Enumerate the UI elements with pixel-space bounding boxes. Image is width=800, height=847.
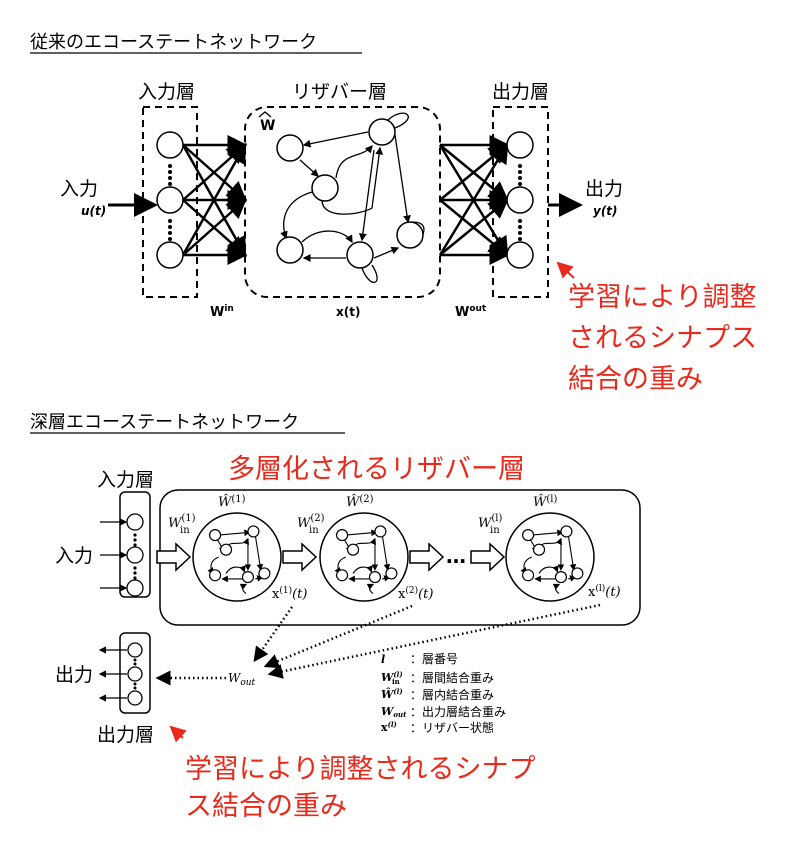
top-input-label: 入力 bbox=[60, 178, 98, 200]
block-arrows bbox=[156, 542, 506, 572]
output-layer-box bbox=[492, 106, 549, 298]
top-output-label: 出力 bbox=[585, 178, 623, 200]
bottom-output-arrows bbox=[98, 646, 127, 702]
layer-ellipsis: … bbox=[446, 544, 466, 568]
reservoir-layer-1 bbox=[192, 512, 282, 602]
bottom-input-label: 入力 bbox=[55, 545, 93, 567]
bottom-output-nodes bbox=[127, 642, 143, 706]
layer-labels: Ŵ(1) W(1)in x(1)(t) Ŵ(2) W(2)in x(2)(t) … bbox=[168, 494, 621, 602]
w-hat-l-label: Ŵ(l) bbox=[533, 494, 557, 510]
top-note-arrow bbox=[556, 261, 575, 279]
bottom-input-layer-box bbox=[119, 491, 151, 598]
reservoir-weight-label: W bbox=[260, 118, 275, 134]
legend-symbol-5: x(l) bbox=[381, 720, 397, 734]
bottom-input-layer-label: 入力層 bbox=[97, 469, 154, 491]
legend-symbol-1: l bbox=[381, 653, 385, 666]
legend-desc-4: ：出力層結合重み bbox=[410, 704, 506, 719]
legend-desc-3: ：層内結合重み bbox=[410, 687, 494, 702]
bottom-note-arrow bbox=[169, 725, 187, 743]
hat-mark bbox=[258, 111, 272, 118]
w-hat-1-label: Ŵ(1) bbox=[218, 494, 246, 510]
top-reservoir-layer-label: リザバー層 bbox=[292, 81, 387, 103]
bottom-input-arrows bbox=[100, 518, 128, 592]
output-nodes bbox=[506, 131, 534, 269]
multilayer-note: 多層化されるリザバー層 bbox=[228, 454, 525, 485]
top-output-layer-label: 出力層 bbox=[492, 81, 549, 103]
top-output-signal: y(t) bbox=[593, 204, 618, 218]
w-out-label-bottom: Wout bbox=[228, 671, 256, 688]
legend-desc-1: ：層番号 bbox=[410, 652, 458, 666]
bottom-note-line-2: ス結合の重み bbox=[185, 791, 347, 822]
w-in-2-label: W(2)in bbox=[297, 513, 325, 536]
reservoir-layer-2 bbox=[319, 512, 409, 602]
node-ellipsis-dots bbox=[168, 164, 522, 241]
legend-desc-2: ：層間結合重み bbox=[410, 670, 494, 685]
reservoir-layer-l bbox=[505, 512, 595, 602]
legend-symbol-3: Ŵ(l) bbox=[381, 687, 403, 701]
bottom-output-label: 出力 bbox=[55, 664, 93, 686]
bottom-output-dots bbox=[133, 658, 137, 690]
bottom-output-layer-label: 出力層 bbox=[97, 724, 154, 746]
input-layer-box bbox=[142, 106, 198, 298]
w-in-1-label: W(1)in bbox=[168, 513, 196, 536]
bottom-note-line-1: 学習により調整されるシナプ bbox=[185, 754, 535, 785]
legend-symbol-4: Wout bbox=[381, 705, 407, 719]
top-note-line-3: 結合の重み bbox=[568, 364, 703, 395]
input-nodes bbox=[156, 131, 184, 269]
w-in-label: Win bbox=[210, 304, 234, 320]
w-hat-2-label: Ŵ(2) bbox=[346, 494, 374, 510]
bottom-title: 深層エコーステートネットワーク bbox=[30, 412, 299, 433]
top-title: 従来のエコーステートネットワーク bbox=[30, 32, 317, 53]
bottom-input-dots bbox=[133, 533, 137, 580]
state-1-label: x(1)(t) bbox=[272, 585, 307, 602]
top-input-signal: u(t) bbox=[81, 204, 106, 218]
bottom-output-layer-box bbox=[119, 632, 151, 714]
output-weights bbox=[438, 135, 510, 265]
readout-dotted-lines bbox=[155, 603, 601, 686]
w-in-l-label: W(l)in bbox=[478, 513, 502, 536]
top-input-layer-label: 入力層 bbox=[138, 81, 195, 103]
reservoir-nodes bbox=[276, 118, 424, 269]
top-note-line-2: されるシナプス bbox=[568, 323, 757, 354]
reservoir-layer-box bbox=[244, 106, 441, 298]
state-label: x(t) bbox=[336, 305, 360, 319]
w-out-label: Wout bbox=[455, 304, 487, 320]
input-weights bbox=[181, 135, 248, 265]
state-l-label: x(l)(t) bbox=[588, 583, 621, 600]
top-note-line-1: 学習により調整 bbox=[568, 282, 756, 313]
legend-desc-5: ：リザバー状態 bbox=[410, 720, 494, 735]
legend-symbol-2: W(l)in bbox=[381, 670, 403, 686]
legend: l ：層番号 W(l)in ：層間結合重み Ŵ(l) ：層内結合重み Wout … bbox=[381, 652, 506, 735]
bottom-input-nodes bbox=[126, 513, 144, 597]
state-2-label: x(2)(t) bbox=[398, 585, 433, 602]
